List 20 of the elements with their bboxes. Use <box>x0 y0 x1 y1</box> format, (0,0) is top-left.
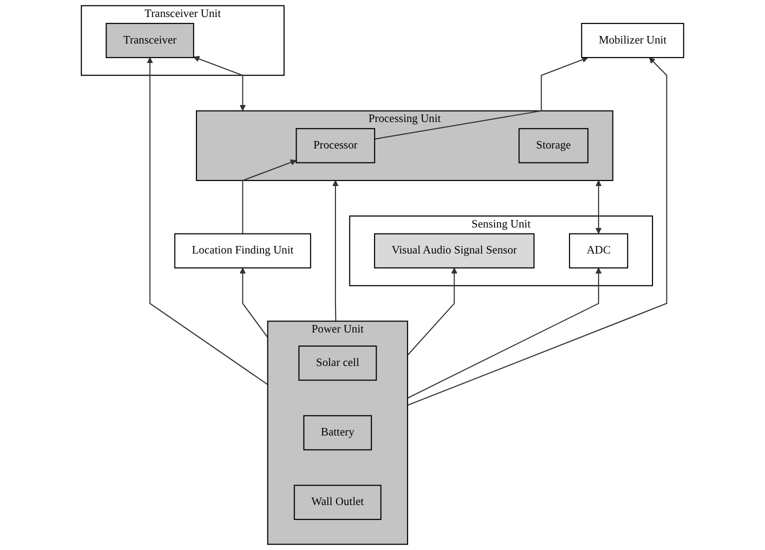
arrow <box>374 56 588 140</box>
node-box: Solar cell <box>298 346 377 381</box>
arrow <box>407 57 668 406</box>
node-box: Visual Audio Signal Sensor <box>374 233 535 268</box>
arrow <box>595 180 602 234</box>
arrow <box>240 268 268 338</box>
node-box: Mobilizer Unit <box>581 22 684 58</box>
arrow <box>332 180 339 322</box>
node-box: Storage <box>518 128 588 164</box>
node-box: ADC <box>568 233 628 268</box>
arrow <box>407 268 458 356</box>
node-box: Transceiver <box>106 22 194 58</box>
arrow <box>193 56 246 111</box>
node-box: Wall Outlet <box>294 484 382 520</box>
arrow <box>242 159 297 234</box>
node-box: Processor <box>296 128 376 164</box>
arrow <box>407 268 602 399</box>
arrow <box>146 57 268 386</box>
node-box: Location Finding Unit <box>174 233 312 268</box>
node-box: Battery <box>303 415 372 450</box>
